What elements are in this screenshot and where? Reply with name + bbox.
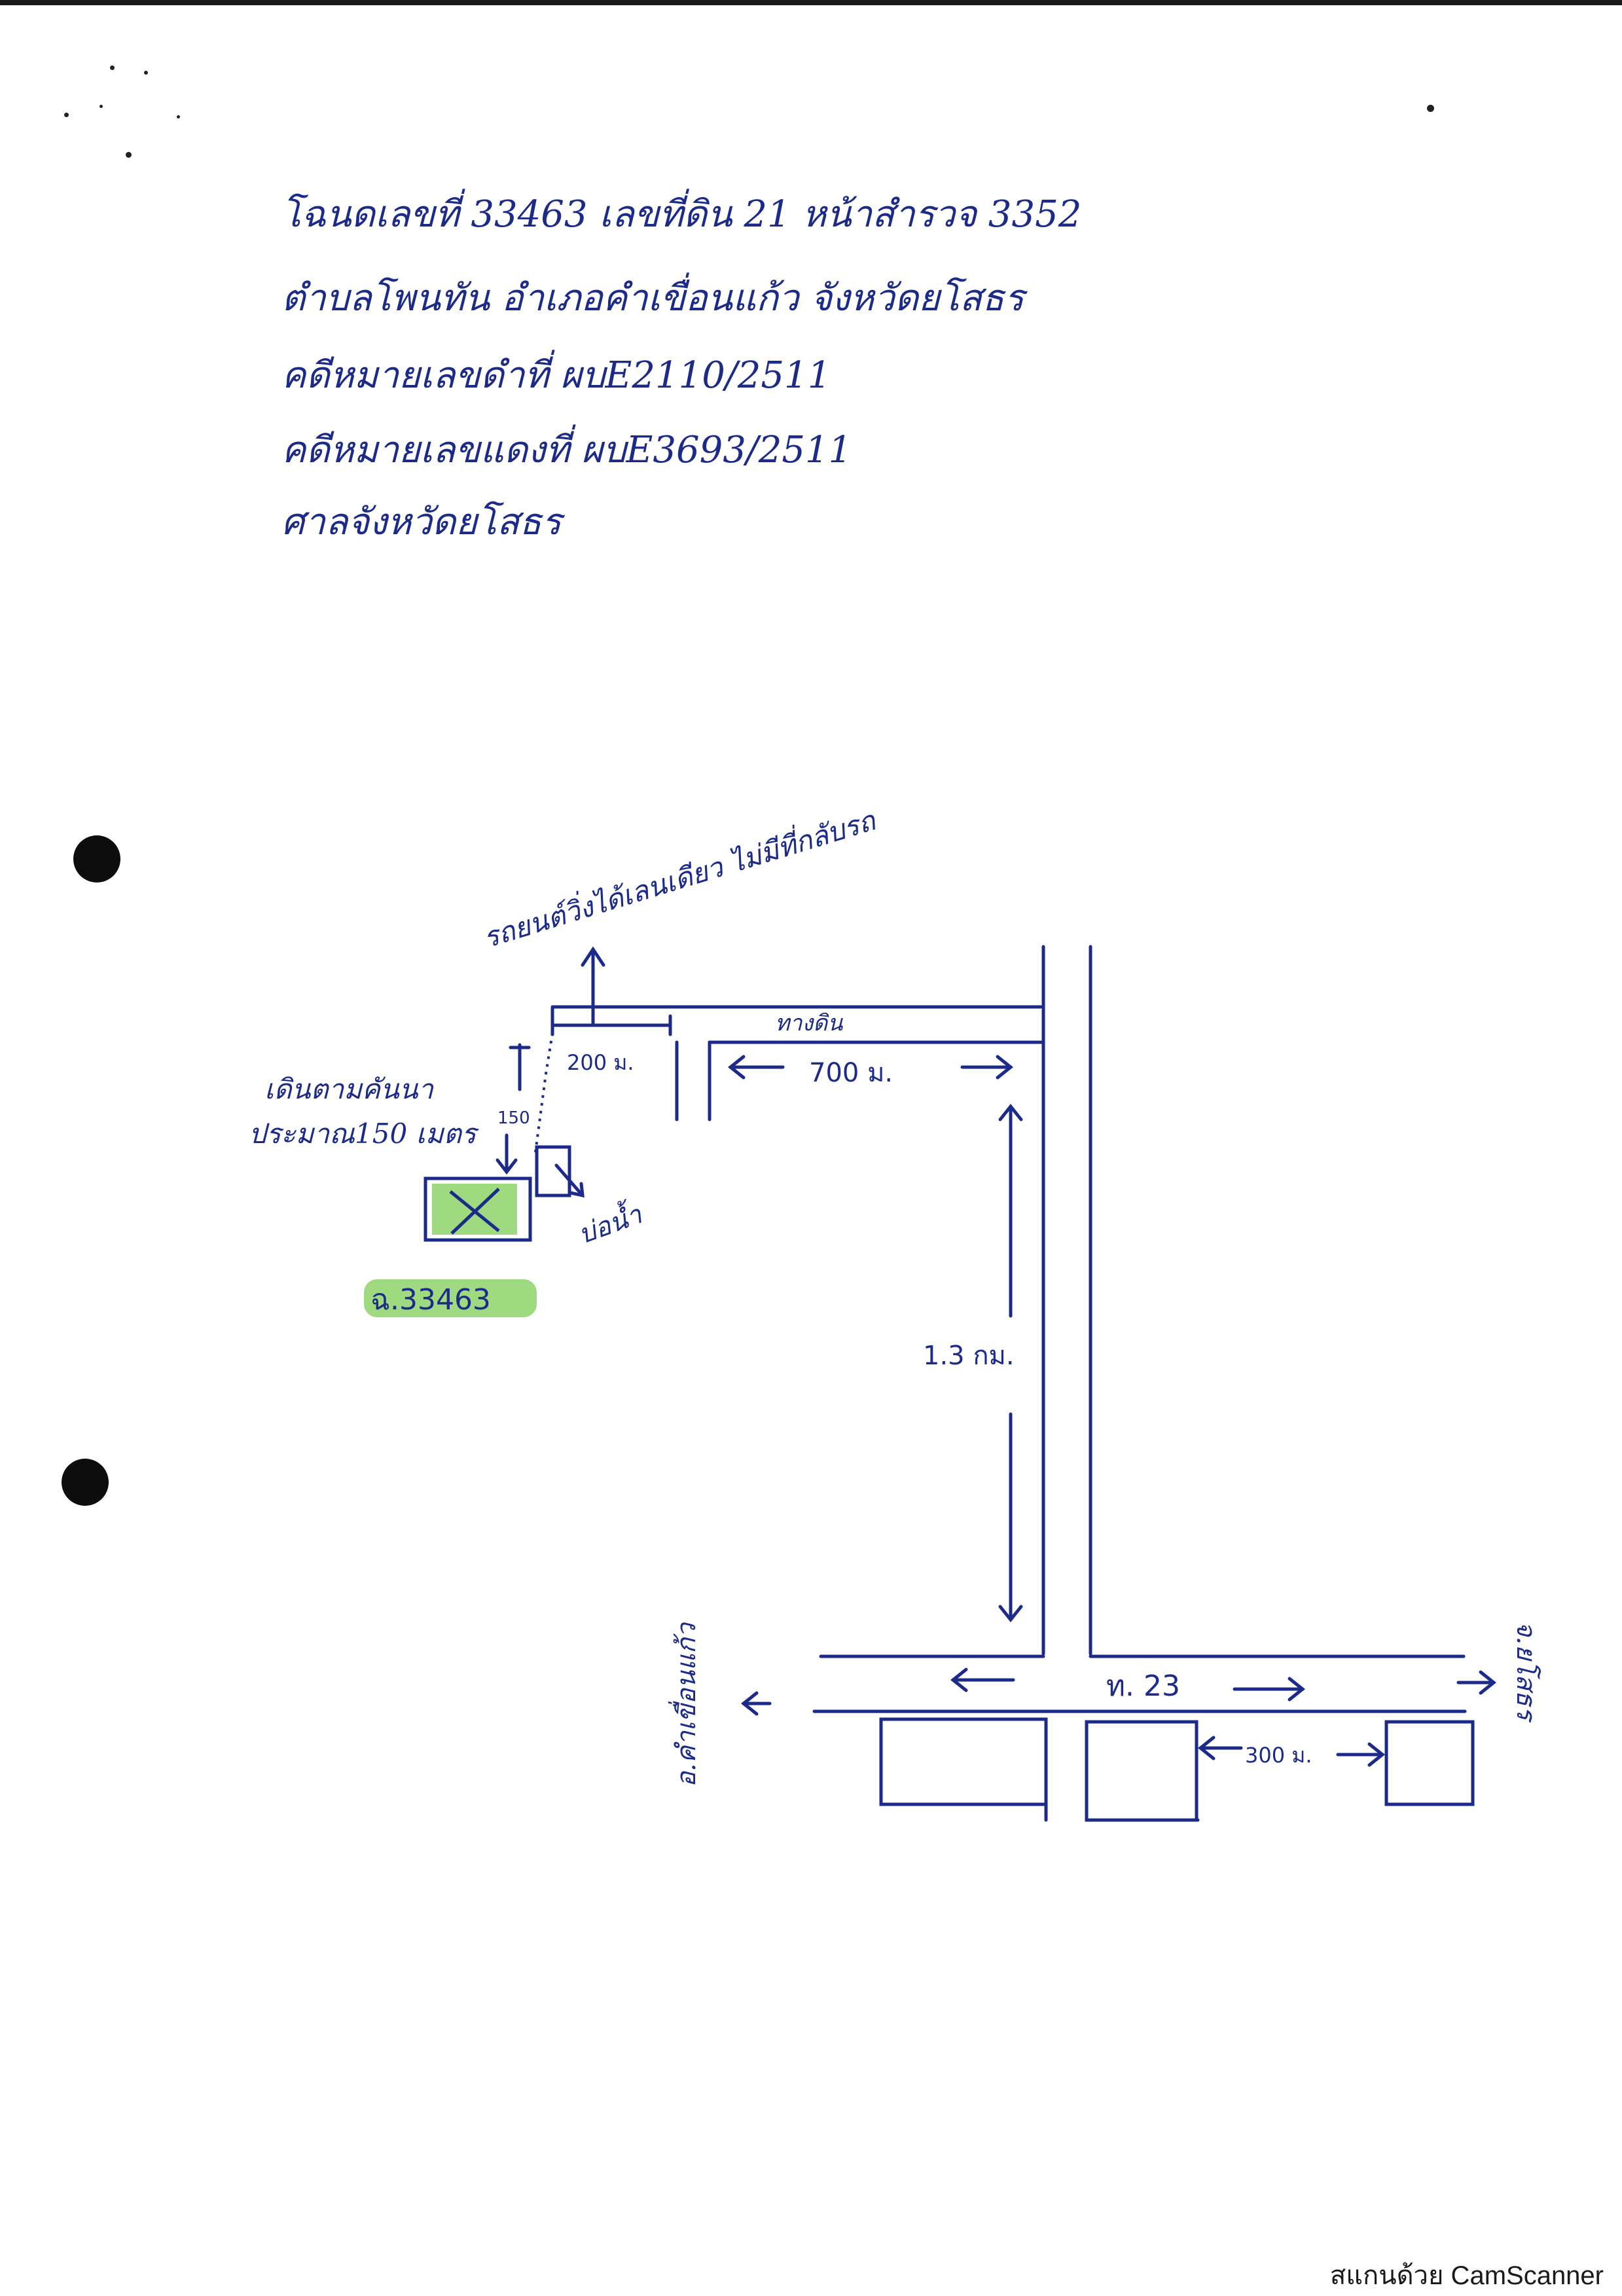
black-case-number-line: คดีหมายเลขดำที่ ผบE2110/2511 — [281, 354, 831, 397]
scan-speck — [144, 71, 148, 75]
scan-speck — [1427, 105, 1434, 112]
deed-number-label: ฉ.33463 — [370, 1283, 491, 1317]
court-line: ศาลจังหวัดยโสธร — [281, 501, 562, 543]
scan-speck — [110, 65, 115, 70]
punch-hole-top — [73, 835, 120, 883]
distance-700m: 700 ม. — [809, 1058, 893, 1088]
punch-hole-bottom — [62, 1459, 109, 1506]
walking-path — [534, 1032, 554, 1153]
location-line: ตำบลโพนทัน อำเภอคำเขื่อนแก้ว จังหวัดยโสธ… — [281, 277, 1024, 319]
one-lane-note: รถยนต์วิ่งได้เลนเดียว ไม่มีที่กลับรถ — [478, 801, 880, 955]
building-right — [1384, 1720, 1475, 1806]
deed-number-line: โฉนดเลขที่ 33463 เลขที่ดิน 21 หน้าสำรวจ … — [281, 193, 1082, 236]
building-middle — [1085, 1720, 1198, 1822]
kham-khuean-kaeo-direction: อ.คำเขื่อนแก้ว — [668, 1622, 702, 1787]
distance-200m: 200 ม. — [567, 1050, 634, 1075]
pond-shape — [535, 1145, 571, 1197]
deed-label-highlight — [364, 1279, 537, 1317]
scanner-watermark: สแกนด้วย CamScanner — [1329, 2261, 1604, 2290]
scan-speck — [64, 113, 69, 117]
about-150-meters-label: ประมาณ150 เมตร — [249, 1118, 479, 1150]
scan-speck — [126, 152, 132, 158]
distance-150: 150 — [497, 1108, 530, 1128]
distance-1-3km: 1.3 กม. — [923, 1341, 1015, 1371]
scan-speck — [177, 115, 180, 118]
scan-top-edge — [0, 0, 1622, 5]
walk-along-ridge-label: เดินตามคันนา — [264, 1073, 434, 1105]
highway-label: ท. 23 — [1106, 1669, 1180, 1703]
red-case-number-line: คดีหมายเลขแดงที่ ผบE3693/2511 — [281, 429, 852, 471]
land-plot — [424, 1176, 532, 1242]
dirt-road-label: ทางดิน — [775, 1010, 843, 1036]
pond-label: บ่อน้ำ — [573, 1195, 647, 1250]
building-left — [879, 1717, 1048, 1806]
yasothon-direction: จ.ยโสธร — [1511, 1621, 1541, 1723]
scan-speck — [99, 105, 103, 108]
distance-300m: 300 ม. — [1245, 1743, 1312, 1768]
